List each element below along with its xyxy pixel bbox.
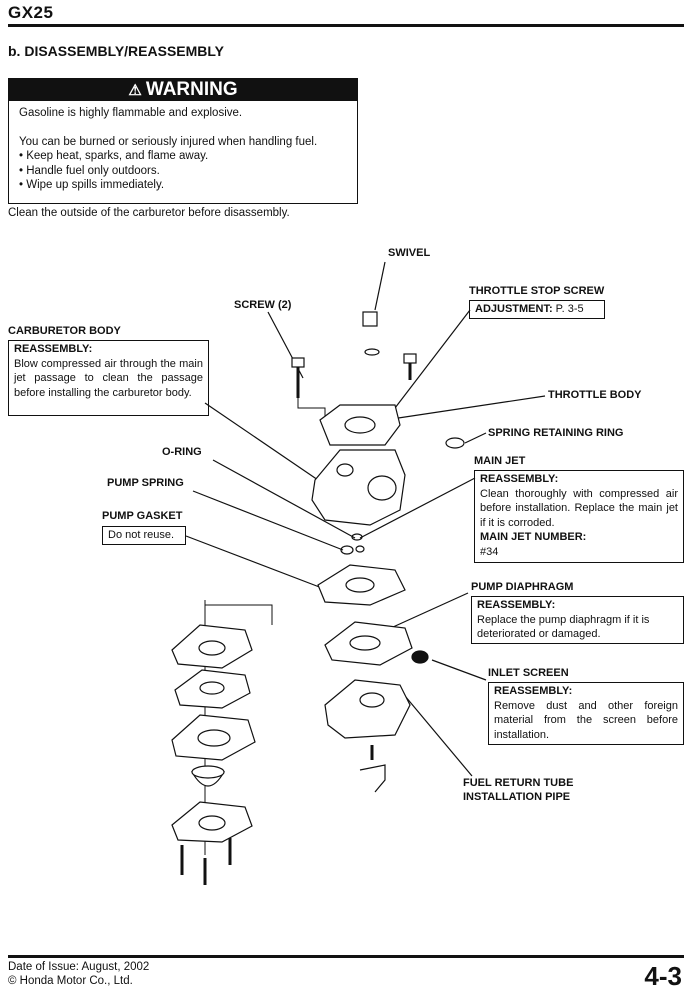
label-main-jet: MAIN JET [474, 455, 526, 467]
copyright: © Honda Motor Co., Ltd. [8, 975, 133, 987]
adjustment-label: ADJUSTMENT: [475, 303, 553, 315]
leader-line [381, 592, 469, 633]
issue-date: Date of Issue: August, 2002 [8, 961, 150, 973]
warning-icon: ⚠ [128, 82, 142, 99]
carb-bore-icon [367, 475, 397, 501]
note-adjustment: ADJUSTMENT: P. 3-5 [469, 300, 605, 319]
label-pump-gasket: PUMP GASKET [102, 510, 183, 522]
pump-diaphragm-icon [324, 621, 413, 666]
main-jet-icon [355, 545, 365, 553]
leader-line [374, 261, 386, 311]
label-inlet-screen: INLET SCREEN [488, 667, 569, 679]
retaining-ring-icon [445, 437, 465, 449]
inlet-screen-icon [411, 650, 429, 664]
connector-line [204, 600, 273, 625]
adjustment-ref: P. 3-5 [552, 303, 584, 315]
label-o-ring: O-RING [162, 446, 202, 458]
metering-gasket-icon [171, 624, 253, 669]
note-pump-diaphragm: REASSEMBLY: Replace the pump diaphragm i… [471, 596, 684, 644]
note-main-jet: REASSEMBLY: Clean thoroughly with compre… [474, 470, 684, 563]
lower-port-icon [359, 692, 385, 708]
note-text: Blow compressed air through the main jet… [14, 357, 203, 399]
carb-port-icon [336, 463, 354, 477]
carburetor-body-icon [311, 449, 406, 526]
footer-rule [8, 955, 684, 958]
label-fuel-return-tube: FUEL RETURN TUBE [463, 777, 574, 789]
warning-title: WARNING [145, 79, 238, 100]
label-carburetor-body: CARBURETOR BODY [8, 325, 121, 337]
throttle-bore-icon [344, 416, 376, 434]
section-title: b. DISASSEMBLY/REASSEMBLY [8, 43, 225, 59]
leader-line [212, 459, 356, 539]
label-swivel: SWIVEL [388, 247, 431, 259]
main-jet-number: #34 [480, 545, 499, 558]
warning-line: • Handle fuel only outdoors. [19, 164, 160, 177]
note-text: Remove dust and other foreign material f… [494, 699, 678, 741]
connector-line [297, 378, 326, 420]
primer-rim-icon [191, 765, 225, 779]
pump-spring-icon [340, 545, 354, 555]
cover-dome-icon [197, 729, 231, 747]
gasket-hole-icon [198, 640, 226, 656]
note-inlet-screen: REASSEMBLY: Remove dust and other foreig… [488, 682, 684, 745]
leader-line [394, 309, 471, 409]
note-text: Clean thoroughly with compressed air bef… [480, 487, 678, 529]
lever-icon [359, 764, 386, 793]
o-ring-icon [351, 533, 363, 541]
warning-box: ⚠WARNING Gasoline is highly flammable an… [8, 78, 358, 204]
leader-line [192, 490, 344, 551]
leader-line [431, 659, 487, 681]
diaphragm-center-icon [199, 681, 225, 695]
leader-line [359, 477, 476, 539]
leader-line [384, 395, 546, 421]
warning-line: • Keep heat, sparks, and flame away. [19, 150, 209, 162]
header-rule [8, 24, 684, 27]
leader-line [464, 432, 487, 444]
leader-line [185, 535, 323, 589]
lower-body-icon [324, 679, 411, 739]
label-pump-diaphragm: PUMP DIAPHRAGM [471, 581, 574, 593]
pump-gasket-icon [317, 564, 406, 606]
note-heading: REASSEMBLY: [14, 343, 93, 355]
note-pump-gasket: Do not reuse. [102, 526, 186, 545]
label-spring-retaining-ring: SPRING RETAINING RING [488, 427, 624, 439]
page-number: 4-3 [644, 961, 682, 991]
diaphragm-center-icon [349, 635, 381, 651]
label-throttle-stop-screw: THROTTLE STOP SCREW [469, 285, 605, 297]
label-throttle-body: THROTTLE BODY [548, 389, 642, 401]
main-jet-number-heading: MAIN JET NUMBER: [480, 531, 587, 543]
warning-line: • Wipe up spills immediately. [19, 179, 165, 191]
swivel-washer-icon [364, 348, 380, 356]
screw-head-icon [291, 357, 305, 368]
note-text: Replace the pump diaphragm if it is dete… [477, 613, 650, 641]
warning-line: You can be burned or seriously injured w… [19, 135, 318, 148]
throttle-body-icon [319, 404, 401, 446]
label-pump-spring: PUMP SPRING [107, 477, 184, 489]
warning-line: Gasoline is highly flammable and explosi… [19, 107, 243, 119]
intro-text: Clean the outside of the carburetor befo… [8, 207, 290, 219]
warning-header: ⚠WARNING [9, 79, 357, 101]
model-title: GX25 [8, 3, 54, 22]
label-installation-pipe: INSTALLATION PIPE [463, 791, 571, 803]
screw-head-icon [403, 353, 417, 364]
primer-cover-icon [171, 801, 253, 843]
cover-hole-icon [198, 815, 226, 831]
metering-diaphragm-icon [174, 669, 251, 709]
note-carburetor-body: REASSEMBLY: Blow compressed air through … [8, 340, 209, 416]
note-heading: REASSEMBLY: [494, 685, 573, 697]
leader-line [204, 402, 319, 481]
label-screw: SCREW (2) [234, 299, 292, 311]
cover-icon [171, 714, 256, 761]
warning-body: Gasoline is highly flammable and explosi… [19, 106, 317, 193]
swivel-icon [362, 311, 378, 327]
leader-line [399, 689, 473, 777]
note-heading: REASSEMBLY: [480, 473, 559, 485]
gasket-hole-icon [345, 577, 375, 593]
note-heading: REASSEMBLY: [477, 599, 556, 611]
